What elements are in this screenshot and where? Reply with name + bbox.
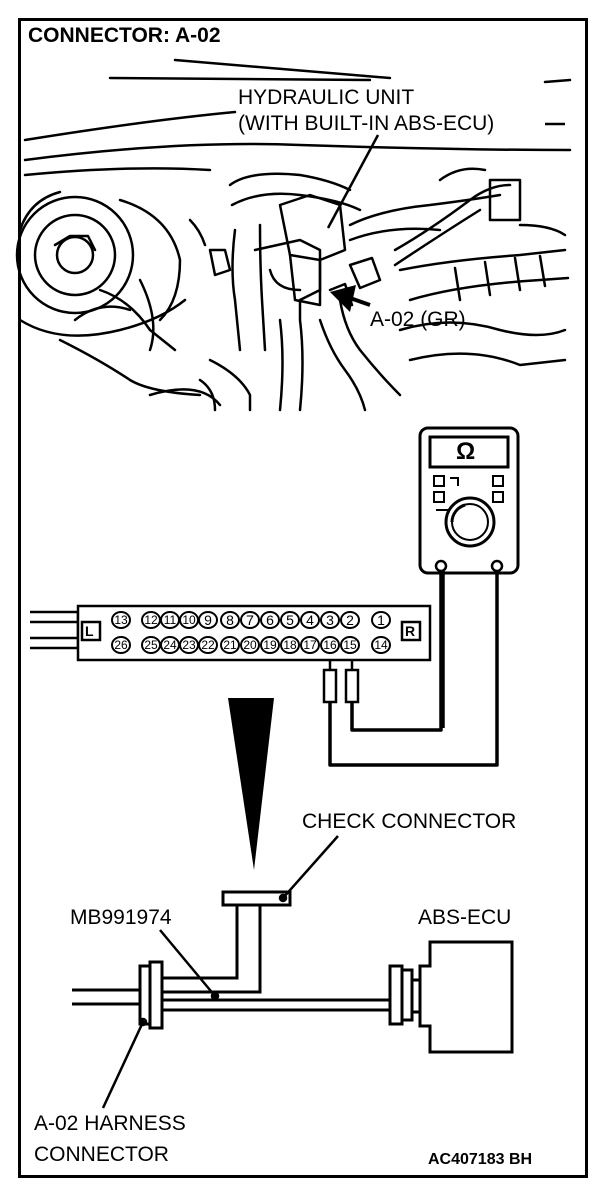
abs-ecu-label: ABS-ECU <box>418 906 512 929</box>
connector-pin-top-5: 8 <box>220 611 240 629</box>
connector-pin-top-0: 13 <box>111 611 131 629</box>
check-connector-label: CHECK CONNECTOR <box>302 810 517 833</box>
connector-pin-top-9: 4 <box>300 611 320 629</box>
connector-pin-bottom-10: 16 <box>320 636 340 654</box>
connector-pin-top-1: 12 <box>141 611 161 629</box>
connector-pin-bottom-4: 22 <box>198 636 218 654</box>
connector-pin-top-10: 3 <box>320 611 340 629</box>
test-probes <box>322 655 360 704</box>
hydraulic-unit-leaders <box>326 122 565 229</box>
connector-pin-bottom-2: 24 <box>160 636 180 654</box>
test-leads <box>328 571 499 767</box>
hydraulic-unit-label-line1: HYDRAULIC UNIT <box>238 86 415 109</box>
harness-connector-label-line2: CONNECTOR <box>34 1143 169 1166</box>
figure-title: CONNECTOR: A-02 <box>28 24 221 47</box>
view-direction-wedge <box>228 698 274 870</box>
harness-diagram <box>72 890 514 1054</box>
ohm-symbol: Ω <box>456 438 476 465</box>
connector-pin-top-8: 5 <box>280 611 300 629</box>
ohmmeter <box>418 426 520 575</box>
connector-pin-bottom-0: 26 <box>111 636 131 654</box>
connector-pin-top-3: 10 <box>179 611 199 629</box>
connector-pin-bottom-7: 19 <box>260 636 280 654</box>
connector-pin-bottom-9: 17 <box>300 636 320 654</box>
connector-pin-top-6: 7 <box>240 611 260 629</box>
mb-tool-label: MB991974 <box>70 906 172 929</box>
connector-pin-bottom-8: 18 <box>280 636 300 654</box>
figure-code: AC407183 BH <box>428 1151 533 1168</box>
connector-pin-top-12: 1 <box>371 611 391 629</box>
connector-left-mark: L <box>85 623 94 639</box>
connector-pin-bottom-1: 25 <box>141 636 161 654</box>
connector-pin-top-2: 11 <box>160 611 180 629</box>
connector-pin-top-4: 9 <box>198 611 218 629</box>
connector-pointer-arrow <box>330 285 371 312</box>
hydraulic-unit-label-line2: (WITH BUILT-IN ABS-ECU) <box>238 112 495 135</box>
connector-pin-bottom-11: 15 <box>340 636 360 654</box>
connector-a02-label: A-02 (GR) <box>370 308 466 331</box>
engine-bay-illustration <box>15 58 572 412</box>
connector-pin-top-11: 2 <box>340 611 360 629</box>
harness-leaders <box>101 835 339 1109</box>
figure-frame <box>18 18 588 1178</box>
harness-connector-label-line1: A-02 HARNESS <box>34 1112 186 1135</box>
connector-pin-bottom-5: 21 <box>220 636 240 654</box>
connector-pin-bottom-12: 14 <box>371 636 391 654</box>
connector-pin-top-7: 6 <box>260 611 280 629</box>
connector-pin-bottom-3: 23 <box>179 636 199 654</box>
connector-pin-bottom-6: 20 <box>240 636 260 654</box>
connector-right-mark: R <box>405 623 416 639</box>
